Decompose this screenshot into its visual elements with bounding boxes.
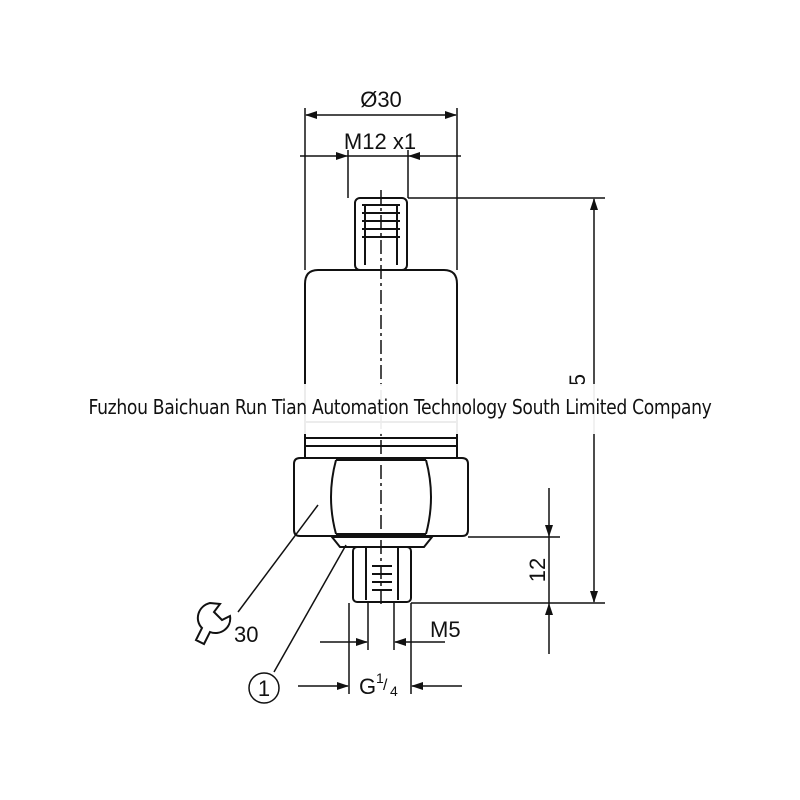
diameter-label: Ø30 <box>360 87 402 112</box>
callout-leader <box>273 544 347 673</box>
svg-text:G: G <box>359 674 376 699</box>
thread-length-label: 12 <box>525 558 550 582</box>
process-thread-label: G 1 / 4 <box>359 670 398 699</box>
watermark-text: Fuzhou Baichuan Run Tian Automation Tech… <box>88 395 712 419</box>
wrench-size-label: 30 <box>234 622 258 647</box>
wrench-leader <box>237 504 319 613</box>
overall-length-label: 5 <box>565 374 590 386</box>
svg-text:1: 1 <box>376 670 384 686</box>
callout-number: 1 <box>258 676 270 701</box>
hex-nut <box>293 457 469 537</box>
svg-text:/: / <box>383 677 388 694</box>
svg-text:4: 4 <box>390 683 398 699</box>
callout-circle <box>248 672 280 704</box>
connector-thread-label: M12 x1 <box>344 129 416 154</box>
watermark-background <box>40 384 760 434</box>
inner-thread-label: M5 <box>430 617 461 642</box>
wrench-icon <box>194 601 232 646</box>
process-thread <box>329 536 435 603</box>
